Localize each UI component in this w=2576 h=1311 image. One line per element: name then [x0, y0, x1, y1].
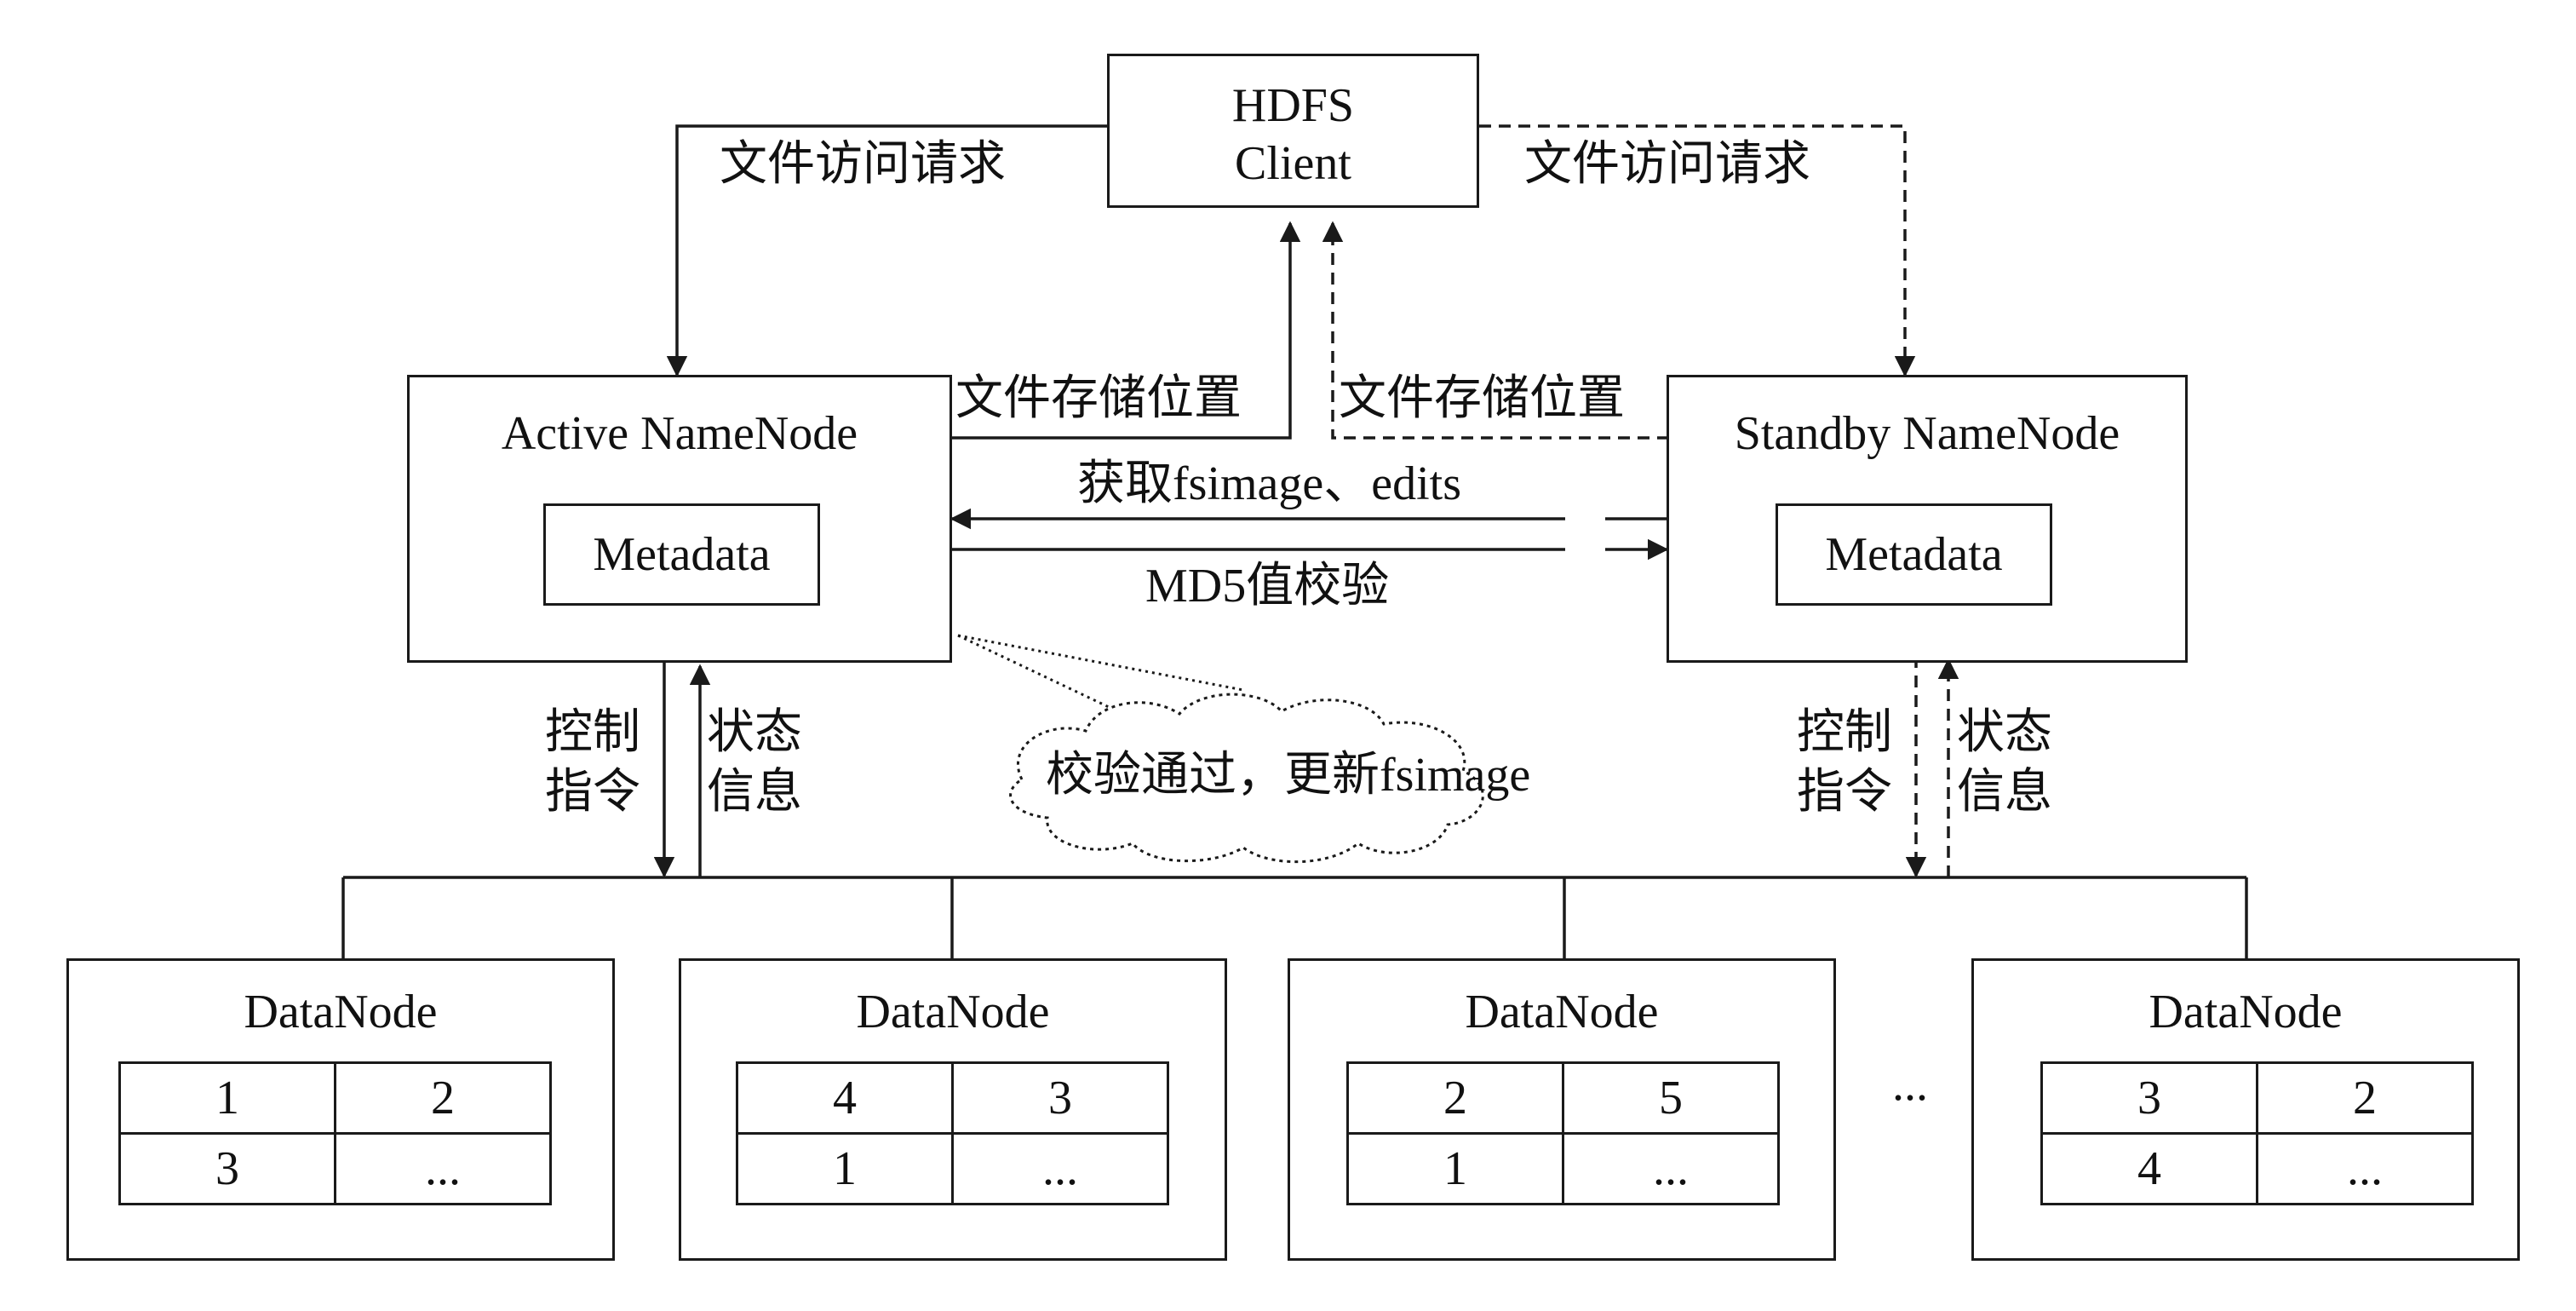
block-cell: 2	[2256, 1061, 2474, 1135]
label-control-right-1: 控制	[1797, 706, 1892, 759]
label-control-right-2: 指令	[1797, 766, 1892, 819]
block-cell: ...	[334, 1132, 552, 1205]
block-cell: 1	[118, 1061, 336, 1135]
arrow-client-to-active	[666, 124, 1107, 377]
label-control-left-1: 控制	[545, 706, 640, 759]
datanode-ellipsis: ...	[1892, 1058, 1928, 1111]
datanode-title-3: DataNode	[1465, 986, 1659, 1038]
block-cell: 3	[2040, 1061, 2258, 1135]
label-file-access-left: 文件访问请求	[720, 138, 1006, 191]
label-storage-loc-right: 文件存储位置	[1339, 372, 1625, 425]
block-cell: 2	[334, 1061, 552, 1135]
datanode-title-4: DataNode	[2149, 986, 2343, 1038]
hdfs-client-box: HDFS Client	[1107, 54, 1479, 208]
block-cell: 4	[2040, 1132, 2258, 1205]
label-file-access-right: 文件访问请求	[1524, 138, 1810, 191]
active-namenode-title: Active NameNode	[501, 407, 858, 460]
label-storage-loc-left: 文件存储位置	[955, 372, 1242, 425]
label-md5-check: MD5值校验	[1145, 560, 1390, 612]
standby-namenode-title: Standby NameNode	[1734, 407, 2120, 460]
arrow-standby-to-client	[1322, 221, 1669, 440]
label-status-right-2: 信息	[1957, 766, 2052, 819]
standby-namenode-box: Standby NameNode Metadata	[1667, 375, 2188, 663]
standby-metadata-box: Metadata	[1776, 503, 2052, 606]
arrow-active-to-client	[950, 221, 1301, 440]
block-cell: 5	[1562, 1061, 1780, 1135]
client-line2: Client	[1235, 137, 1351, 190]
block-cell: 4	[736, 1061, 954, 1135]
active-metadata-label: Metadata	[593, 528, 771, 581]
datanode-title-2: DataNode	[856, 986, 1050, 1038]
block-cell: 3	[951, 1061, 1169, 1135]
callout-line-2	[957, 634, 1244, 692]
label-status-left-1: 状态	[707, 706, 802, 759]
client-line1: HDFS	[1231, 79, 1355, 132]
active-namenode-box: Active NameNode Metadata	[407, 375, 952, 663]
block-cell: 2	[1346, 1061, 1564, 1135]
standby-metadata-label: Metadata	[1825, 528, 2003, 581]
cloud-label: 校验通过，更新fsimage	[1046, 749, 1531, 802]
label-control-left-2: 指令	[545, 766, 640, 819]
label-get-fsimage: 获取fsimage、edits	[1077, 457, 1462, 510]
datanode-title-1: DataNode	[244, 986, 438, 1038]
block-cell: ...	[2256, 1132, 2474, 1205]
active-metadata-box: Metadata	[543, 503, 820, 606]
block-cell: 3	[118, 1132, 336, 1205]
arrow-client-to-standby	[1479, 124, 1916, 377]
block-cell: 1	[736, 1132, 954, 1205]
label-status-right-1: 状态	[1957, 706, 2052, 759]
block-cell: ...	[1562, 1132, 1780, 1205]
block-cell: 1	[1346, 1132, 1564, 1205]
cloud-shape	[1009, 693, 1484, 864]
label-status-left-2: 信息	[707, 766, 802, 819]
block-cell: ...	[951, 1132, 1169, 1205]
